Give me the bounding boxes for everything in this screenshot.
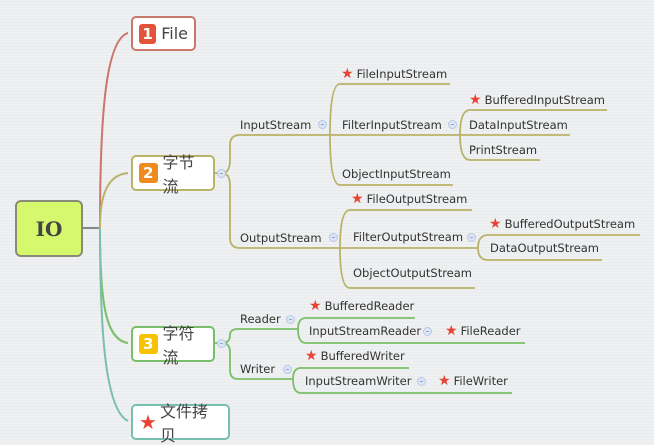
root-node[interactable]: IO: [15, 200, 83, 257]
node-bufferedreader[interactable]: ★BufferedReader: [309, 298, 414, 314]
node-label: FileOutputStream: [366, 192, 468, 206]
collapse-button[interactable]: [217, 339, 226, 348]
star-icon: ★: [489, 216, 502, 232]
branch-char-stream[interactable]: 3 字符流: [131, 324, 215, 367]
node-label: FileInputStream: [356, 67, 448, 81]
node-filereader[interactable]: ★FileReader: [445, 323, 521, 339]
root-label: IO: [35, 216, 63, 241]
node-datainputstream[interactable]: DataInputStream: [469, 118, 568, 132]
collapse-button[interactable]: [448, 120, 457, 129]
node-label: FileReader: [460, 324, 521, 338]
node-label: BufferedOutputStream: [504, 217, 636, 231]
priority-2-icon: 2: [139, 163, 158, 183]
node-bufferedinputstream[interactable]: ★BufferedInputStream: [469, 92, 605, 108]
priority-1-icon: 1: [139, 23, 157, 44]
node-printstream[interactable]: PrintStream: [469, 143, 538, 157]
collapse-button[interactable]: [318, 120, 327, 129]
branch-file[interactable]: 1 File: [131, 16, 196, 51]
node-objectoutputstream[interactable]: ObjectOutputStream: [353, 266, 473, 280]
star-icon: ★: [351, 191, 364, 207]
node-fileoutputstream[interactable]: ★FileOutputStream: [351, 191, 467, 207]
collapse-button[interactable]: [329, 233, 338, 242]
node-inputstreamreader[interactable]: InputStreamReader: [309, 324, 422, 338]
priority-3-icon: 3: [139, 334, 158, 354]
collapse-button[interactable]: [417, 377, 426, 386]
branch-byte-stream[interactable]: 2 字节流: [131, 153, 215, 196]
branch-label: File: [161, 24, 188, 43]
node-outputstream[interactable]: OutputStream: [240, 231, 322, 245]
node-inputstreamwriter[interactable]: InputStreamWriter: [305, 374, 412, 388]
node-bufferedoutputstream[interactable]: ★BufferedOutputStream: [489, 216, 635, 232]
node-label: BufferedInputStream: [484, 93, 605, 107]
branch-label: 字符流: [162, 324, 195, 367]
collapse-button[interactable]: [467, 233, 476, 242]
collapse-button[interactable]: [423, 327, 432, 336]
node-reader[interactable]: Reader: [240, 312, 281, 326]
branch-label: 字节流: [162, 153, 195, 196]
node-label: BufferedReader: [324, 299, 415, 313]
branch-file-copy[interactable]: ★ 文件拷贝: [131, 402, 230, 445]
branch-label: 文件拷贝: [159, 402, 208, 445]
star-icon: ★: [469, 92, 482, 108]
collapse-button[interactable]: [283, 365, 292, 374]
node-fileinputstream[interactable]: ★FileInputStream: [341, 66, 447, 82]
star-icon: ★: [438, 373, 451, 389]
node-writer[interactable]: Writer: [240, 362, 276, 376]
node-inputstream[interactable]: InputStream: [240, 118, 312, 132]
collapse-button[interactable]: [217, 169, 226, 178]
star-icon: ★: [305, 348, 318, 364]
star-icon: ★: [341, 66, 354, 82]
node-bufferedwriter[interactable]: ★BufferedWriter: [305, 348, 405, 364]
node-label: FileWriter: [453, 374, 508, 388]
node-objectinputstream[interactable]: ObjectInputStream: [342, 167, 451, 181]
node-filteroutputstream[interactable]: FilterOutputStream: [353, 230, 464, 244]
node-filterinputstream[interactable]: FilterInputStream: [342, 118, 442, 132]
star-icon: ★: [139, 410, 157, 434]
star-icon: ★: [445, 323, 458, 339]
node-label: BufferedWriter: [320, 349, 405, 363]
node-dataoutputstream[interactable]: DataOutputStream: [490, 241, 600, 255]
collapse-button[interactable]: [286, 315, 295, 324]
star-icon: ★: [309, 298, 322, 314]
node-filewriter[interactable]: ★FileWriter: [438, 373, 508, 389]
